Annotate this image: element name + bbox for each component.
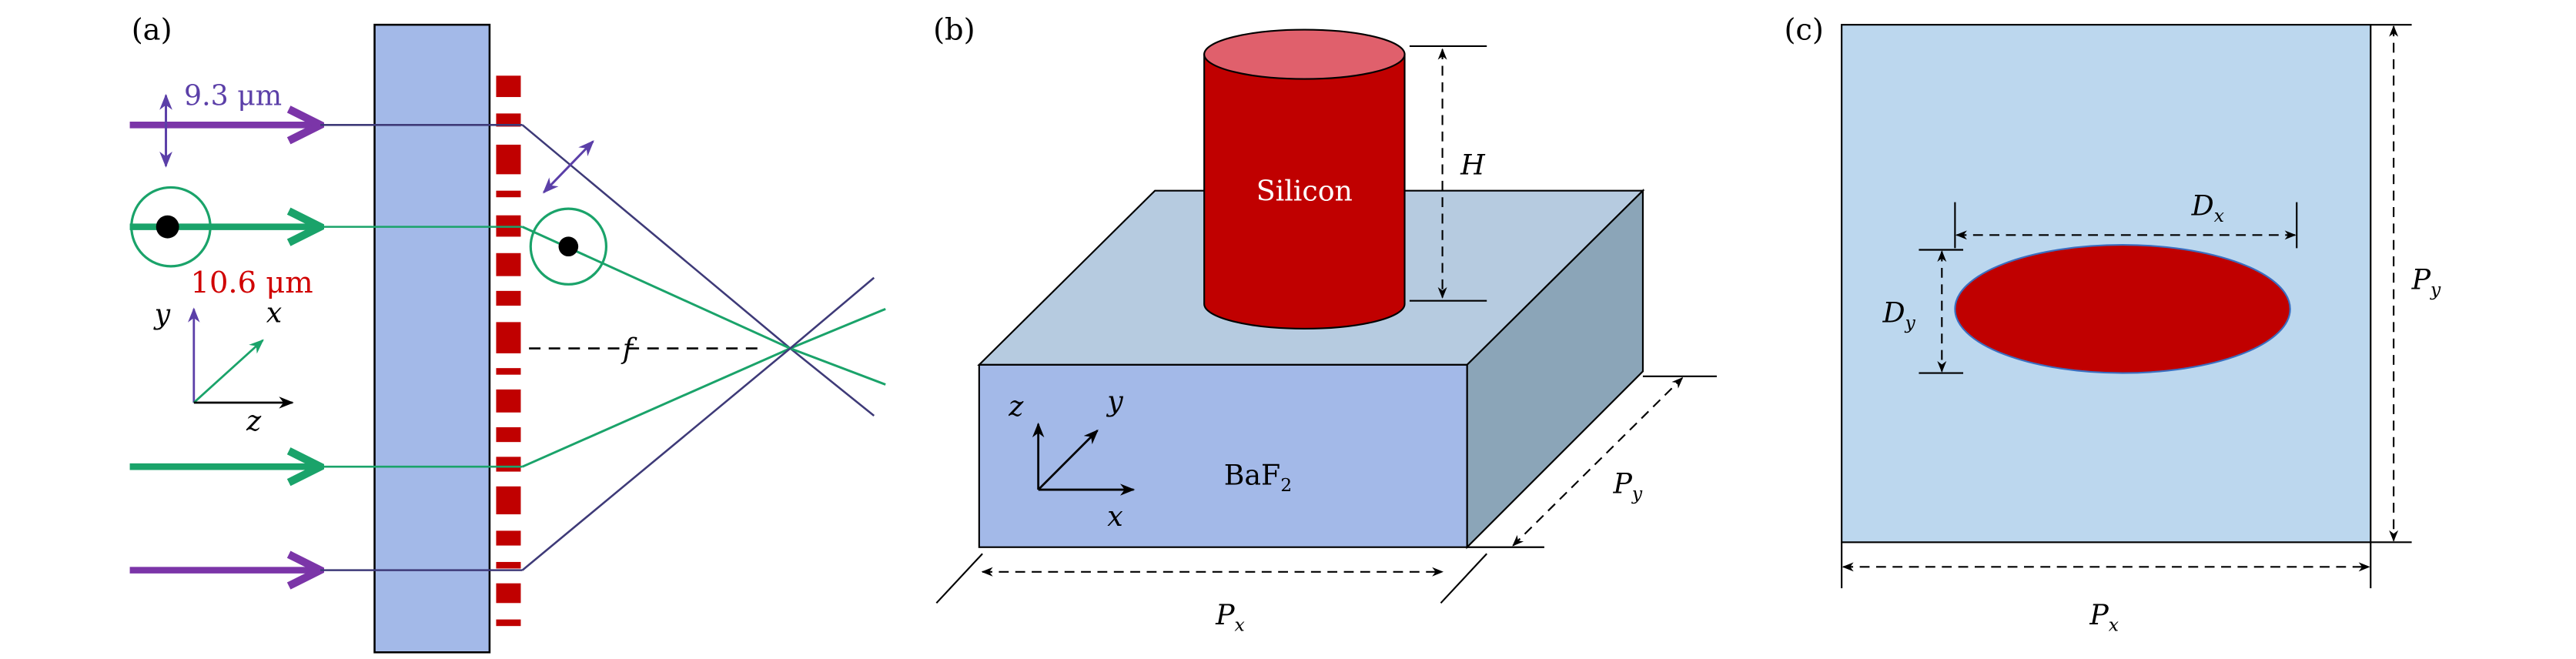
svg-text:z: z (1008, 390, 1024, 423)
svg-text:y: y (1106, 385, 1123, 418)
height-label: H (1460, 148, 1486, 181)
axis-z-label: z (246, 404, 262, 437)
dx-label: Dx (2191, 189, 2224, 227)
meta-atom (496, 368, 521, 375)
coordinate-axes-b: z y x (1008, 385, 1136, 533)
meta-atom (496, 583, 521, 604)
panel-b-label: (b) (933, 12, 975, 47)
wavelength-10-6-label: 10.6 μm (191, 266, 313, 300)
py-label-c: Py (2411, 263, 2441, 301)
dy-dimension (1919, 249, 1964, 374)
panel-c-label: (c) (1784, 12, 1823, 47)
silicon-pillar: Silicon (1203, 28, 1406, 330)
polarization-diagonal-icon (542, 140, 594, 194)
meta-atom (496, 113, 521, 127)
rays (129, 124, 886, 571)
meta-atom (496, 561, 521, 569)
meta-atom (496, 190, 521, 198)
py-label-b: Py (1613, 467, 1643, 504)
meta-atom (496, 389, 521, 413)
svg-text:x: x (1107, 500, 1122, 533)
panel-c: (c) Dx Dy Py Px (1784, 12, 2441, 635)
px-dimension-b (935, 553, 1487, 604)
ray-9-3-top (521, 124, 875, 417)
height-dimension (1409, 45, 1487, 302)
panel-b: (b) Silicon H BaF2 z y x Px (933, 12, 1717, 636)
elliptical-pillar (1954, 244, 2291, 374)
meta-atom (496, 619, 521, 627)
px-label-c: Px (2089, 598, 2119, 636)
metasurface-pillars (496, 75, 521, 627)
substrate-slab (373, 23, 491, 654)
polarization-out-of-plane-icon (130, 186, 212, 268)
meta-atom (496, 144, 521, 175)
panel-a-label: (a) (132, 12, 172, 47)
ray-9-3-bottom (521, 276, 875, 571)
px-label-b: Px (1215, 598, 1245, 636)
ray-10-6-bottom (521, 307, 886, 468)
pillar-material-label: Silicon (1256, 174, 1353, 207)
meta-atom (496, 486, 521, 515)
substrate-front-face (978, 363, 1468, 548)
meta-atom (496, 427, 521, 443)
polarization-out-of-plane-icon-output (529, 207, 608, 286)
coordinate-axes-a: y x z (153, 296, 294, 437)
axis-x-label: x (266, 296, 282, 329)
meta-atom (496, 75, 521, 98)
meta-atom (496, 457, 521, 472)
py-dimension-c (2370, 24, 2412, 544)
substrate-label: BaF2 (1224, 459, 1292, 497)
axis-y-label: y (153, 298, 171, 331)
panel-a: (a) 9.3 μm 10.6 μm y x (129, 12, 886, 654)
meta-atom (496, 290, 521, 306)
dy-label: Dy (1882, 296, 1915, 333)
wavelength-9-3-label: 9.3 μm (184, 79, 282, 112)
meta-atom (496, 530, 521, 546)
px-dimension-c (1841, 542, 2372, 589)
dx-dimension (1954, 202, 2298, 249)
py-dimension-b (1467, 375, 1717, 548)
meta-atom (496, 253, 521, 276)
meta-atom (496, 322, 521, 353)
